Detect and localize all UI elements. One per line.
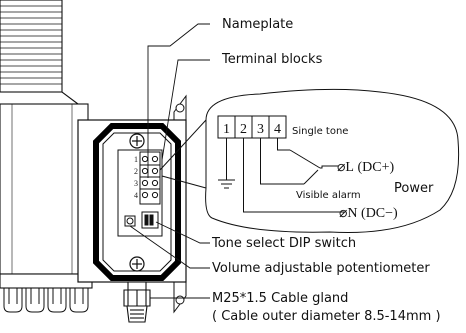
terminal-number: 3 — [257, 122, 264, 137]
callout-lines — [129, 23, 210, 299]
cable-gland — [123, 281, 151, 323]
wiring-lines — [218, 138, 344, 213]
board-terminal-number: 1 — [134, 155, 138, 164]
cable-diameter-label: ( Cable outer diameter 8.5-14mm ) — [212, 309, 441, 324]
terminal-number: 2 — [240, 122, 247, 137]
line-l-label: ⌀L (DC+) — [337, 160, 394, 175]
board-terminal-number: 4 — [134, 191, 138, 200]
terminal-blocks-label: Terminal blocks — [221, 52, 323, 67]
board-terminal-number: 3 — [134, 179, 138, 188]
power-label: Power — [394, 181, 434, 196]
terminal-block-grid — [139, 151, 161, 205]
nameplate-label: Nameplate — [222, 17, 293, 32]
terminal-number: 4 — [274, 122, 281, 137]
potentiometer-label: Volume adjustable potentiometer — [212, 261, 430, 276]
single-tone-label: Single tone — [292, 126, 348, 137]
cable-gland-label: M25*1.5 Cable gland — [212, 291, 348, 306]
junction-box: 1 2 3 4 — [77, 119, 187, 283]
cap-threads — [0, 5, 62, 85]
dip-switch-label: Tone select DIP switch — [211, 236, 356, 251]
terminal-number: 1 — [223, 122, 230, 137]
line-n-label: ⌀N (DC−) — [339, 206, 398, 221]
potentiometer — [124, 215, 136, 227]
cover-screw-bottom — [129, 256, 145, 272]
visible-alarm-label: Visible alarm — [296, 190, 361, 201]
board-terminal-numbers: 1 2 3 4 — [134, 155, 138, 200]
cover-screw-top — [129, 133, 145, 149]
terminal-strip — [217, 115, 287, 139]
device-body — [0, 0, 93, 313]
dip-switch — [141, 211, 159, 229]
board-terminal-number: 2 — [134, 167, 138, 176]
wiring-detail-bubble — [159, 88, 460, 233]
base-feet — [3, 288, 89, 313]
